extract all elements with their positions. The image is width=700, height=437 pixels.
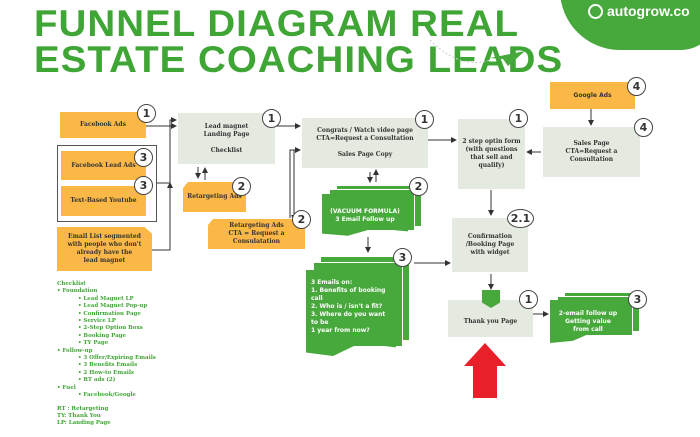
congrats-page-node: Congrats / Watch video page CTA=Request … <box>302 118 428 168</box>
red-up-arrow-icon <box>464 343 506 398</box>
checklist-item: • Lead Magnet Pop-up <box>78 303 148 310</box>
step-badge: 3 <box>393 248 412 267</box>
step-badge: 3 <box>134 176 153 195</box>
paper-plane-icon <box>490 51 525 66</box>
facebook-ads-node: Facebook Ads <box>60 112 146 138</box>
checklist: Checklist • Foundation• Lead Magnet LP• … <box>57 281 156 428</box>
shield-icon <box>482 290 500 308</box>
arrow <box>152 182 173 251</box>
logo-text: autogrow.co <box>607 3 690 19</box>
title-line-2: ESTATE COACHING LEADS <box>34 39 564 80</box>
checklist-item: • Service LP <box>78 318 116 325</box>
checklist-heading: Checklist <box>57 281 86 287</box>
checklist-item: • Booking Page <box>78 332 126 339</box>
text-youtube-node: Text-Based Youtube <box>61 186 146 216</box>
abbreviation-legend: RT : Retargeting <box>57 405 109 412</box>
step-badge: 1 <box>137 104 156 123</box>
step-badge: 3 <box>134 148 153 167</box>
checklist-item: • RT ads (2) <box>78 377 116 384</box>
checklist-item: • Lead Magnet LP <box>78 295 134 302</box>
step-badge: 3 <box>628 290 647 309</box>
three-emails-node: 3 Emails on: 1. Benefits of booking call… <box>306 270 396 356</box>
checklist-item: • Foundation <box>57 288 98 295</box>
optin-form-node: 2 step optin form (with questions that s… <box>458 119 525 189</box>
google-ads-node: Google Ads <box>550 82 635 109</box>
email-list-node: Email List segmented with people who don… <box>57 227 152 271</box>
abbreviation-legend: TY: Thank You <box>57 412 101 419</box>
checklist-item: • Fuel <box>57 384 76 391</box>
facebook-lead-ads-node: Facebook Lead Ads <box>61 151 146 180</box>
step-badge: 2 <box>232 177 251 196</box>
checklist-item: • 3 Benefits Emails <box>78 362 138 369</box>
abbreviation-legend: LP: Landing Page <box>57 420 111 427</box>
step-badge: 2 <box>292 210 311 229</box>
title-line-1: FUNNEL DIAGRAM REAL <box>34 3 520 44</box>
step-badge: 1 <box>262 109 281 128</box>
sales-page-node: Sales Page CTA=Request a Consultation <box>543 127 640 177</box>
step-badge: 2.1 <box>507 209 534 228</box>
retargeting-cta-node: Retargeting Ads CTA = Request a Consulat… <box>208 219 305 249</box>
page-title: FUNNEL DIAGRAM REAL ESTATE COACHING LEAD… <box>34 3 564 80</box>
logo-icon <box>588 3 603 19</box>
checklist-item: • 2 How-to Emails <box>78 369 135 376</box>
step-badge: 1 <box>415 110 434 129</box>
checklist-item: • Confirmation Page <box>78 310 141 317</box>
checklist-item: • 2-Step Option Boxs <box>78 325 143 332</box>
arrow <box>157 117 177 184</box>
step-badge: 4 <box>627 77 646 96</box>
logo: autogrow.co <box>588 3 690 19</box>
arrow <box>289 147 301 218</box>
checklist-item: • 3 Offer/Expiring Emails <box>78 355 156 362</box>
step-badge: 1 <box>519 290 538 309</box>
plane-trail <box>429 39 491 63</box>
step-badge: 2 <box>409 177 428 196</box>
lead-magnet-node: Lead magnet Landing Page Checklist <box>178 113 275 164</box>
step-badge: 4 <box>634 118 653 137</box>
checklist-item: • Facebook/Google <box>78 392 136 399</box>
group-outline <box>57 145 157 222</box>
step-badge: 1 <box>509 109 528 128</box>
checklist-item: • Follow-up <box>57 347 93 354</box>
vacuum-formula-node: (VACUUM FORMULA) 3 Email Follow up <box>322 194 408 236</box>
checklist-item: • TY Page <box>78 340 109 347</box>
